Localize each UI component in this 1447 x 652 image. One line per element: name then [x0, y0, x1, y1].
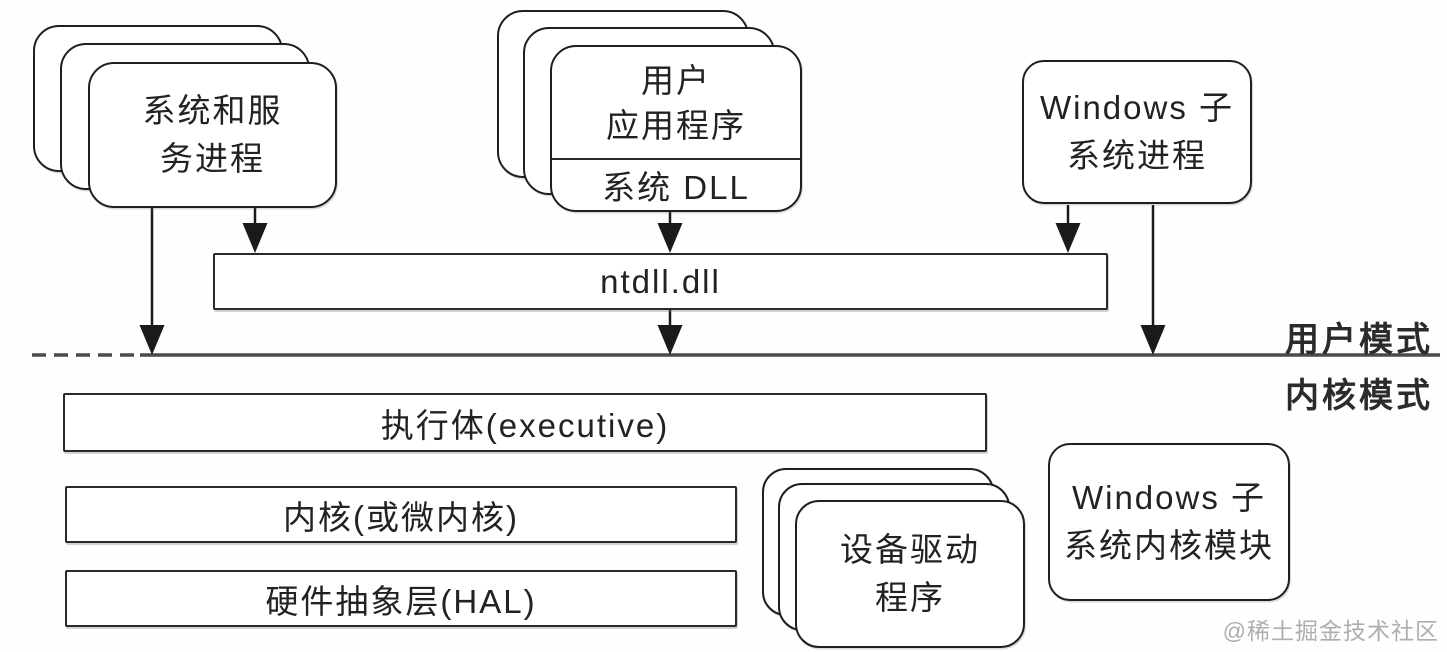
windows-subsystem-process-box: Windows 子 系统进程: [1022, 60, 1252, 204]
windows-subsystem-process-label-line2: 系统进程: [1067, 137, 1207, 174]
device-drivers-label-line1: 设备驱动: [840, 531, 980, 569]
device-drivers-label-line2: 程序: [875, 579, 945, 616]
user-applications-section: 用户 应用程序: [552, 47, 800, 160]
user-mode-label: 用户模式: [1285, 321, 1433, 359]
kernel-bar: 内核(或微内核): [65, 486, 737, 543]
watermark-label: @稀土掘金技术社区: [1222, 618, 1439, 644]
kernel-label: 内核(或微内核): [283, 498, 519, 536]
windows-subsystem-process-label-line1: Windows 子: [1039, 89, 1235, 127]
device-drivers-box: 设备驱动 程序: [795, 500, 1025, 648]
system-dll-label: 系统 DLL: [602, 169, 750, 206]
windows-subsystem-kernel-module-label-line1: Windows 子: [1071, 479, 1267, 517]
system-service-processes-box: 系统和服 务进程: [88, 62, 337, 208]
user-applications-box: 用户 应用程序 系统 DLL: [550, 45, 802, 212]
windows-subsystem-kernel-module-box: Windows 子 系统内核模块: [1048, 443, 1290, 601]
system-service-processes-label-line1: 系统和服: [142, 92, 283, 130]
executive-bar: 执行体(executive): [63, 393, 987, 452]
user-applications-label-line1: 用户: [641, 61, 711, 99]
system-dll-section: 系统 DLL: [552, 158, 800, 210]
ntdll-label: ntdll.dll: [600, 262, 721, 300]
executive-label: 执行体(executive): [380, 406, 670, 444]
user-applications-label-line2: 应用程序: [606, 106, 746, 144]
kernel-mode-label: 内核模式: [1285, 377, 1433, 415]
windows-subsystem-kernel-module-label-line2: 系统内核模块: [1064, 527, 1274, 564]
hal-label: 硬件抽象层(HAL): [265, 582, 537, 620]
hal-bar: 硬件抽象层(HAL): [65, 570, 737, 627]
ntdll-bar: ntdll.dll: [213, 253, 1108, 310]
system-service-processes-label-line2: 务进程: [160, 140, 265, 177]
